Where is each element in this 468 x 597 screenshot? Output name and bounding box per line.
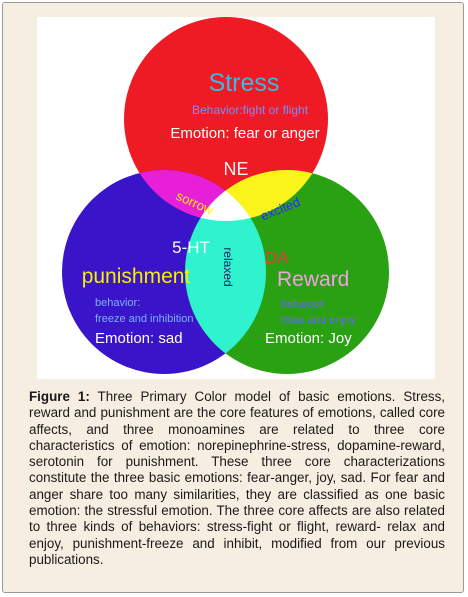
stress-circle (124, 17, 328, 221)
ne-label: NE (223, 159, 248, 179)
ht-label: 5-HT (172, 238, 210, 257)
stress-behavior: Behavior:fight or flight (192, 103, 309, 117)
punishment-emotion: Emotion: sad (95, 330, 183, 347)
figure-frame: Stress Behavior:fight or flight Emotion:… (2, 2, 464, 593)
punishment-behavior-line1: behavior: (95, 297, 140, 309)
caption-text: Three Primary Color model of basic emoti… (29, 389, 445, 567)
relaxed-label: relaxed (221, 247, 235, 286)
venn-diagram: Stress Behavior:fight or flight Emotion:… (37, 17, 435, 379)
reward-title: Reward (277, 268, 349, 291)
reward-emotion: Emotion: Joy (265, 330, 352, 347)
punishment-behavior-line2: freeze and inhibition (95, 313, 193, 325)
da-label: DA (265, 248, 289, 267)
caption-label: Figure 1: (29, 389, 90, 404)
relaxed-overlap (185, 170, 266, 374)
figure-caption: Figure 1: Three Primary Color model of b… (29, 389, 445, 568)
punishment-title: punishment (82, 265, 191, 288)
stress-title: Stress (209, 69, 280, 97)
stress-emotion: Emotion: fear or anger (170, 125, 319, 142)
venn-svg: Stress Behavior:fight or flight Emotion:… (62, 17, 389, 374)
reward-behavior-line2: relax and enjoy (281, 314, 356, 326)
reward-behavior-line1: behavior: (281, 298, 326, 310)
